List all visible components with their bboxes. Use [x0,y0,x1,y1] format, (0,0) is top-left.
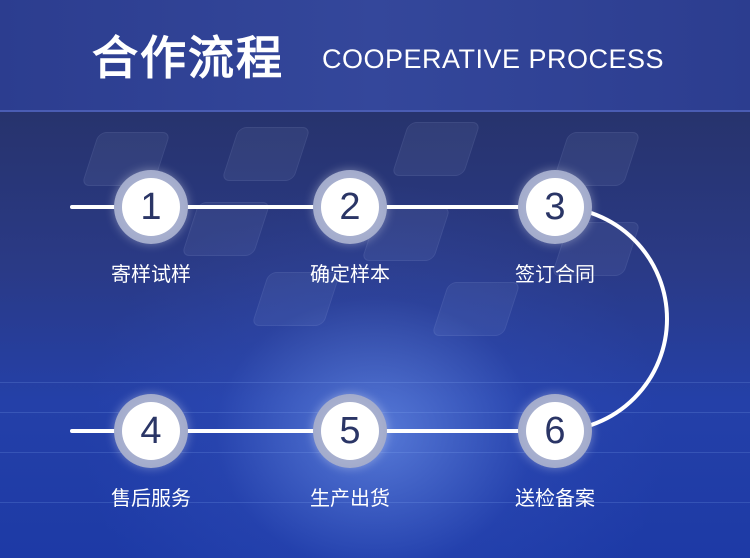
step-6-number: 6 [526,402,584,460]
step-2-circle: 2 [313,170,387,244]
step-3-number: 3 [526,178,584,236]
step-1-label: 寄样试样 [111,262,191,286]
step-3-circle: 3 [518,170,592,244]
page-subtitle-en: COOPERATIVE PROCESS [322,44,665,74]
step-1-circle: 1 [114,170,188,244]
step-4-circle: 4 [114,394,188,468]
step-1-number: 1 [122,178,180,236]
page-title: 合作流程 [92,31,284,85]
step-4-label: 售后服务 [111,486,191,510]
step-2-label: 确定样本 [310,262,390,286]
step-5-label: 生产出货 [310,486,390,510]
header-banner: 合作流程 COOPERATIVE PROCESS [0,0,750,112]
step-5-circle: 5 [313,394,387,468]
step-4-number: 4 [122,402,180,460]
step-6-label: 送检备案 [515,486,595,510]
step-5-number: 5 [321,402,379,460]
step-2-number: 2 [321,178,379,236]
step-6-circle: 6 [518,394,592,468]
step-3-label: 签订合同 [515,262,595,286]
